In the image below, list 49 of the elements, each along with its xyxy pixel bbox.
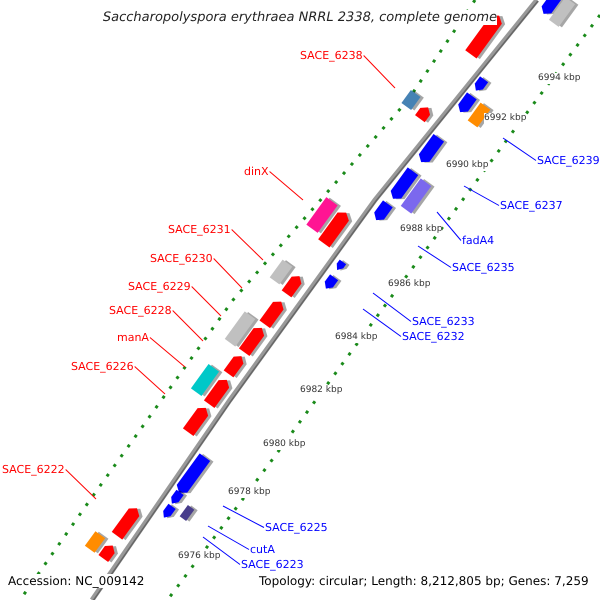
leader-line	[372, 292, 412, 322]
genome-info-text: Topology: circular; Length: 8,212,805 bp; Genes: 7,259	[259, 574, 589, 588]
gene-label: dinX	[244, 165, 269, 178]
gene-label: SACE_6226	[71, 360, 134, 373]
leader-line	[222, 506, 264, 528]
gene-label: SACE_6232	[402, 330, 465, 343]
leader-line	[231, 229, 264, 260]
gene-label: SACE_6231	[168, 223, 231, 236]
leader-line	[191, 286, 222, 316]
leader-line	[134, 366, 166, 394]
gene-label: fadA4	[462, 234, 494, 247]
gene-label: SACE_6223	[241, 558, 304, 571]
scale-label: 6988 kbp	[400, 224, 442, 235]
leader-line	[502, 138, 536, 161]
scale-label: 6984 kbp	[335, 332, 378, 343]
scale-label: 6992 kbp	[484, 113, 526, 124]
title: Saccharopolyspora erythraea NRRL 2338, complete genome	[102, 10, 498, 25]
gene-label: manA	[117, 331, 149, 344]
leader-line	[418, 246, 452, 268]
leader-line	[149, 337, 186, 368]
leader-line	[363, 55, 396, 88]
scale-label: 6990 kbp	[446, 160, 488, 171]
leader-line	[202, 536, 240, 565]
scale-label: 6978 kbp	[228, 487, 270, 498]
gene-label: SACE_6229	[128, 280, 191, 293]
gene-label: SACE_6228	[109, 304, 172, 317]
gene-label: SACE_6238	[300, 49, 363, 62]
leader-line	[464, 186, 500, 206]
leader-line	[65, 469, 96, 500]
gene-label: SACE_6233	[412, 315, 475, 328]
genome-info-text: Accession: NC_009142	[8, 574, 144, 588]
gene-label: SACE_6230	[150, 252, 213, 265]
gene-label: SACE_6235	[452, 261, 515, 274]
scale-label: 6994 kbp	[538, 73, 580, 84]
leader-line	[269, 171, 304, 200]
scale-label: 6982 kbp	[300, 385, 342, 396]
gene-label: SACE_6225	[265, 521, 328, 534]
scale-label: 6986 kbp	[388, 279, 430, 290]
scale-label: 6976 kbp	[178, 551, 220, 562]
leader-line	[172, 310, 204, 342]
gene-label: cutA	[250, 543, 275, 556]
leader-line	[213, 258, 242, 288]
leader-line	[436, 212, 462, 241]
leader-line	[362, 308, 402, 337]
gene-label: SACE_6237	[500, 199, 563, 212]
scale-label: 6980 kbp	[263, 439, 306, 450]
gene-label: SACE_6222	[2, 463, 65, 476]
leader-line	[208, 526, 250, 550]
gene-label: SACE_6239	[537, 154, 600, 167]
